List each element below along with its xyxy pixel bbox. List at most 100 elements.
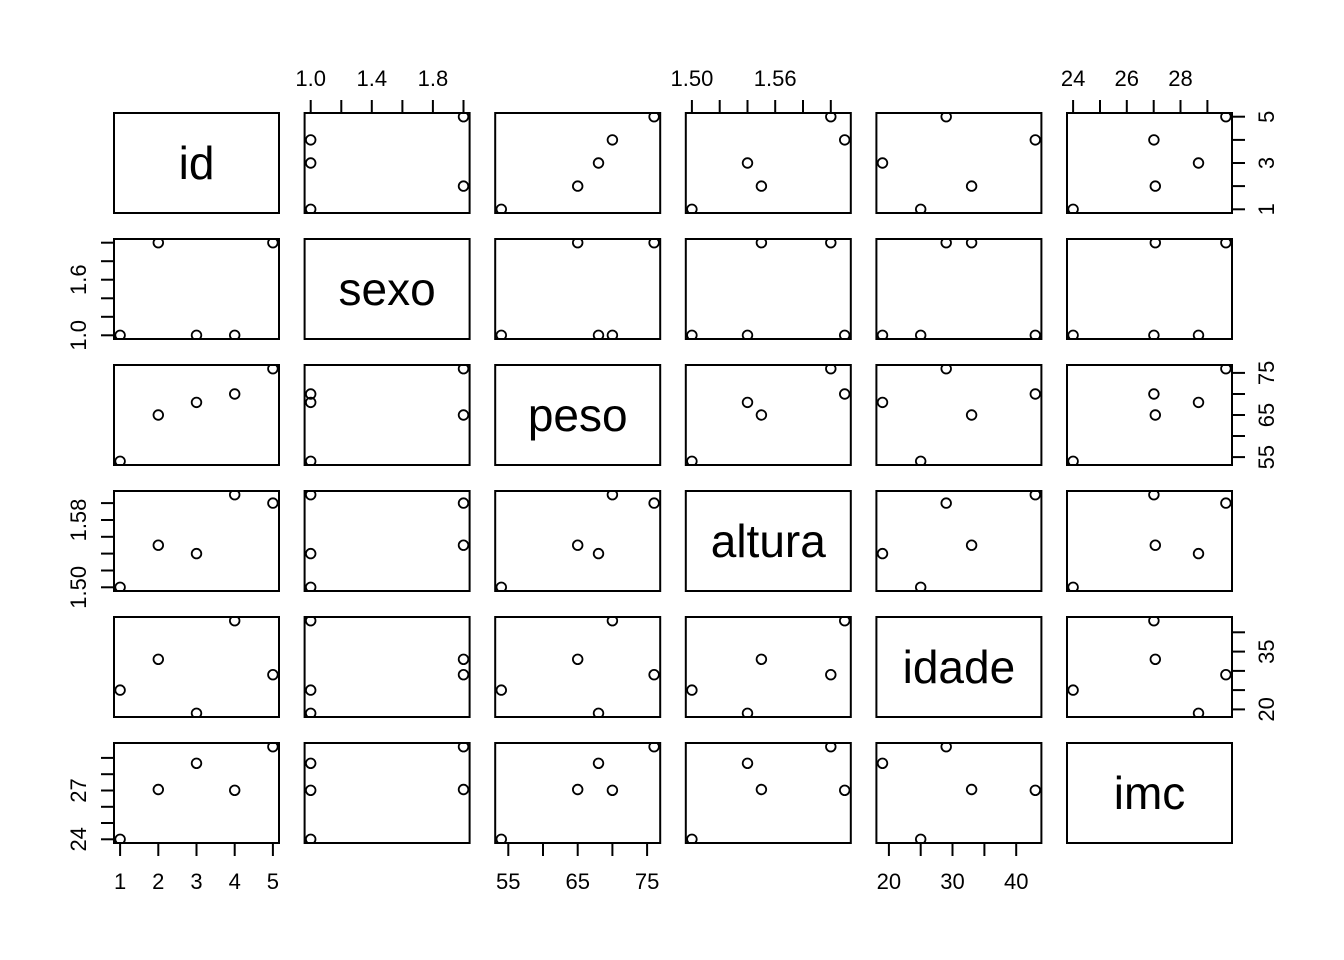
data-point <box>1220 497 1232 509</box>
data-point <box>965 783 978 796</box>
data-point <box>648 742 660 753</box>
scatter-panel <box>686 112 851 214</box>
data-point <box>457 364 470 375</box>
scatter-panel <box>495 490 660 592</box>
data-point <box>1029 784 1042 797</box>
data-point <box>1149 653 1162 666</box>
axis-tick-label: 55 <box>1254 445 1279 469</box>
data-point <box>1192 396 1205 409</box>
matrix-panel <box>494 238 662 340</box>
data-point <box>606 134 619 146</box>
data-point <box>686 329 698 340</box>
matrix-panel <box>1066 112 1233 214</box>
axis-tick-label: 1.0 <box>66 320 91 351</box>
data-point <box>457 409 470 421</box>
scatter-panel <box>114 364 279 466</box>
diag-label-peso: peso <box>528 389 628 441</box>
matrix-panel-diag <box>875 616 1043 718</box>
data-point <box>876 157 889 169</box>
data-point <box>1029 329 1041 340</box>
data-point <box>741 707 754 718</box>
axis-tick-label: 26 <box>1115 66 1139 91</box>
data-point <box>457 497 470 509</box>
data-point <box>152 539 165 551</box>
data-point <box>940 112 952 123</box>
data-point <box>686 684 698 696</box>
axis-tick-label: 24 <box>66 827 91 851</box>
matrix-panel <box>684 742 852 844</box>
data-point <box>572 653 584 666</box>
data-point <box>606 784 619 797</box>
axis-tick-label: 75 <box>635 869 659 894</box>
data-point <box>755 180 768 192</box>
scatter-panel <box>114 742 279 844</box>
data-point <box>648 497 660 509</box>
data-point <box>592 329 605 340</box>
scatter-panel <box>305 364 470 466</box>
axis-tick-label: 75 <box>1254 361 1279 385</box>
data-point <box>305 547 317 560</box>
data-point <box>1192 707 1205 718</box>
scatter-panel <box>1067 112 1232 214</box>
data-point <box>606 490 619 501</box>
data-point <box>825 112 837 123</box>
data-point <box>114 581 126 592</box>
scatter-panel <box>1067 364 1232 466</box>
axis-tick-label: 1.8 <box>418 66 449 91</box>
scatter-panel <box>686 742 851 844</box>
data-point <box>940 364 952 375</box>
data-point <box>305 388 317 400</box>
data-point <box>839 784 851 797</box>
scatter-panel <box>114 238 279 340</box>
data-point <box>190 396 203 409</box>
data-point <box>755 783 768 796</box>
matrix-panel <box>494 742 662 844</box>
data-point <box>267 669 279 681</box>
matrix-panel <box>303 490 471 592</box>
data-point <box>686 203 698 214</box>
scatter-panel <box>495 112 660 214</box>
matrix-panel <box>684 616 852 718</box>
data-point <box>741 757 754 770</box>
matrix-panel-diag <box>494 364 662 466</box>
data-point <box>228 388 241 400</box>
data-point <box>305 134 317 146</box>
matrix-panel <box>113 238 280 340</box>
data-point <box>839 388 851 400</box>
data-point <box>839 134 851 146</box>
data-point <box>915 581 927 592</box>
data-point <box>114 684 126 696</box>
data-point <box>741 157 754 169</box>
axis-tick-label: 65 <box>1254 403 1279 427</box>
data-point <box>825 669 837 681</box>
data-point <box>915 203 927 214</box>
data-point <box>686 833 698 844</box>
axis-tick-label: 3 <box>190 869 202 894</box>
data-point <box>152 238 164 249</box>
data-point <box>755 238 768 249</box>
data-point <box>305 455 317 466</box>
data-point <box>592 157 605 169</box>
data-point <box>114 833 126 844</box>
data-point <box>1149 238 1161 249</box>
data-point <box>965 238 978 249</box>
data-point <box>1220 238 1232 249</box>
axis-tick-label: 5 <box>267 869 279 894</box>
data-point <box>457 112 470 123</box>
data-point <box>267 742 279 753</box>
data-point <box>1149 180 1162 192</box>
axis-tick-label: 1 <box>114 869 126 894</box>
axis-tick-label: 1.50 <box>670 66 713 91</box>
data-point <box>495 203 507 214</box>
data-point <box>305 157 317 169</box>
axis-tick-label: 2 <box>152 869 164 894</box>
scatter-panel <box>114 616 279 718</box>
data-point <box>495 833 507 844</box>
data-point <box>755 409 768 421</box>
axis-tick-label: 4 <box>229 869 241 894</box>
matrix-panel <box>113 364 280 466</box>
diag-label-sexo: sexo <box>339 263 436 315</box>
data-point <box>305 833 317 844</box>
data-point <box>592 707 605 718</box>
